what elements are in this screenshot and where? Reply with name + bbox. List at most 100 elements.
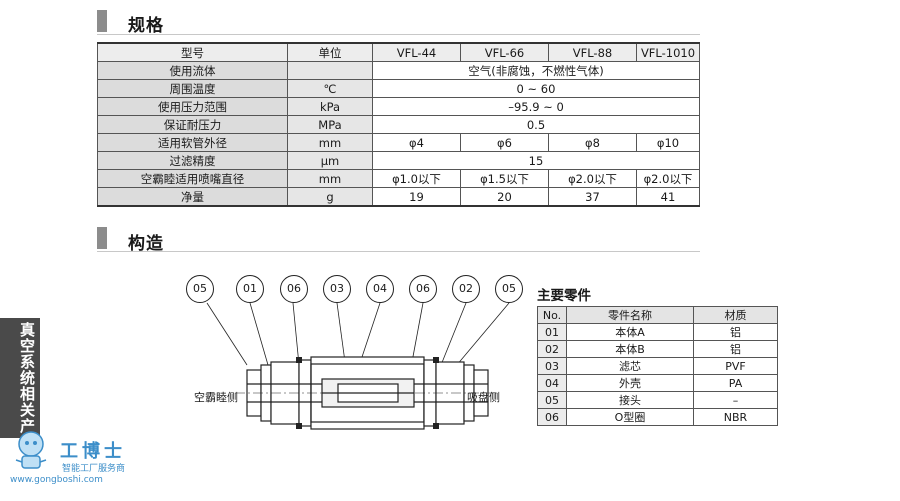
part-no: 02 (537, 340, 567, 358)
parts-table: No. 零件名称 材质 01 本体A 铝 02 本体B 铝 03 滤芯 PVF … (537, 306, 778, 426)
o-ring-marks (296, 357, 439, 429)
row-unit: ℃ (287, 79, 373, 98)
watermark-url: www.gongboshi.com (10, 475, 103, 485)
value-cell: φ1.0以下 (372, 169, 461, 188)
table-row: 适用软管外径 mm φ4 φ6 φ8 φ10 (97, 133, 700, 152)
row-unit: g (287, 187, 373, 207)
part-no: 05 (537, 391, 567, 409)
value-cell: 37 (548, 187, 637, 207)
callout-06: 06 (409, 275, 437, 303)
section-marker (97, 10, 107, 32)
spec-section-title: 规格 (128, 16, 164, 36)
table-row: 06 O型圈 NBR (537, 408, 778, 426)
callout-06: 06 (280, 275, 308, 303)
part-no: 04 (537, 374, 567, 392)
part-no: 06 (537, 408, 567, 426)
category-side-tab-label: 真空系统相关产品 (18, 322, 36, 450)
row-unit: mm (287, 169, 373, 188)
watermark-title: 工博士 (60, 441, 126, 462)
callout-01: 01 (236, 275, 264, 303)
row-label: 使用流体 (97, 61, 288, 80)
right-side-label: 吸盘侧 (467, 391, 500, 404)
value-cell: φ1.5以下 (460, 169, 549, 188)
header-cell: 材质 (693, 306, 778, 324)
watermark-subtitle: 智能工厂服务商 (62, 464, 126, 474)
value-cell: φ8 (548, 133, 637, 152)
table-row: 过滤精度 μm 15 (97, 151, 700, 170)
header-cell: VFL-44 (372, 42, 461, 62)
part-material: – (693, 391, 778, 409)
table-row: 周围温度 ℃ 0 ~ 60 (97, 79, 700, 98)
header-cell: VFL-88 (548, 42, 637, 62)
part-material: NBR (693, 408, 778, 426)
row-label: 周围温度 (97, 79, 288, 98)
header-cell: 零件名称 (566, 306, 694, 324)
header-cell: No. (537, 306, 567, 324)
filter-cross-section (235, 356, 500, 430)
table-row: 05 接头 – (537, 391, 778, 409)
value-cell: φ10 (636, 133, 700, 152)
callout-05: 05 (495, 275, 523, 303)
merged-value: 空气(非腐蚀，不燃性气体) (372, 61, 700, 80)
row-label: 适用软管外径 (97, 133, 288, 152)
header-cell: VFL-1010 (636, 42, 700, 62)
callout-04: 04 (366, 275, 394, 303)
section-divider (97, 34, 700, 35)
robot-mascot-icon (15, 431, 47, 469)
part-name: 本体A (566, 323, 694, 341)
callout-05: 05 (186, 275, 214, 303)
table-row: 净量 g 19 20 37 41 (97, 187, 700, 207)
merged-value: 0.5 (372, 115, 700, 134)
parts-title: 主要零件 (537, 288, 591, 304)
row-unit: MPa (287, 115, 373, 134)
category-side-tab (0, 318, 40, 438)
part-name: 本体B (566, 340, 694, 358)
merged-value: 0 ~ 60 (372, 79, 700, 98)
row-unit: μm (287, 151, 373, 170)
value-cell: 41 (636, 187, 700, 207)
row-label: 保证耐压力 (97, 115, 288, 134)
value-cell: 19 (372, 187, 461, 207)
table-header-row: No. 零件名称 材质 (537, 306, 778, 324)
section-divider (97, 251, 700, 252)
part-name: 接头 (566, 391, 694, 409)
part-name: 外壳 (566, 374, 694, 392)
table-header-row: 型号 单位 VFL-44 VFL-66 VFL-88 VFL-1010 (97, 42, 700, 62)
table-row: 使用压力范围 kPa –95.9 ~ 0 (97, 97, 700, 116)
part-material: PA (693, 374, 778, 392)
row-label: 空霸睦适用喷嘴直径 (97, 169, 288, 188)
part-material: 铝 (693, 323, 778, 341)
row-label: 净量 (97, 187, 288, 207)
structure-section-title: 构造 (128, 234, 164, 254)
table-row: 使用流体 空气(非腐蚀，不燃性气体) (97, 61, 700, 80)
value-cell: φ2.0以下 (548, 169, 637, 188)
header-cell: 型号 (97, 42, 288, 62)
part-no: 03 (537, 357, 567, 375)
spec-table: 型号 单位 VFL-44 VFL-66 VFL-88 VFL-1010 使用流体… (97, 42, 700, 207)
row-unit: kPa (287, 97, 373, 116)
callout-03: 03 (323, 275, 351, 303)
table-row: 03 滤芯 PVF (537, 357, 778, 375)
table-row: 01 本体A 铝 (537, 323, 778, 341)
leader-lines (206, 302, 510, 367)
part-name: 滤芯 (566, 357, 694, 375)
merged-value: 15 (372, 151, 700, 170)
table-row: 02 本体B 铝 (537, 340, 778, 358)
merged-value: –95.9 ~ 0 (372, 97, 700, 116)
row-label: 过滤精度 (97, 151, 288, 170)
row-unit: mm (287, 133, 373, 152)
value-cell: 20 (460, 187, 549, 207)
part-name: O型圈 (566, 408, 694, 426)
row-label: 使用压力范围 (97, 97, 288, 116)
header-cell: 单位 (287, 42, 373, 62)
part-material: PVF (693, 357, 778, 375)
header-cell: VFL-66 (460, 42, 549, 62)
left-side-label: 空霸睦侧 (194, 391, 238, 404)
value-cell: φ6 (460, 133, 549, 152)
row-unit (287, 61, 373, 80)
callout-02: 02 (452, 275, 480, 303)
table-row: 保证耐压力 MPa 0.5 (97, 115, 700, 134)
part-material: 铝 (693, 340, 778, 358)
value-cell: φ2.0以下 (636, 169, 700, 188)
value-cell: φ4 (372, 133, 461, 152)
